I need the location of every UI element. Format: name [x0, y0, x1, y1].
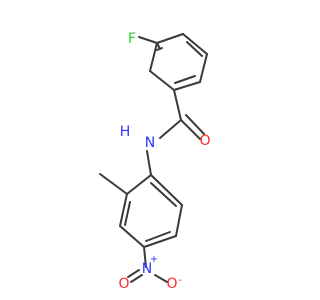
bond	[149, 42, 158, 72]
atom-n-amide: N	[145, 135, 155, 151]
charge-n-nitro: +	[150, 254, 158, 265]
bond-c-o-double-2	[185, 114, 205, 135]
atom-f: F	[128, 31, 136, 47]
bond	[182, 33, 208, 55]
molecule-canvas: F O H N N + O O -	[99, 31, 211, 292]
fluorophenyl-ring	[149, 33, 208, 91]
bond	[175, 204, 183, 237]
bond	[150, 174, 183, 206]
bond	[173, 81, 201, 91]
bond	[143, 235, 177, 248]
nitrophenyl-ring	[119, 174, 183, 248]
bond	[150, 182, 177, 207]
atom-o-amide: O	[199, 133, 210, 149]
bond	[174, 75, 196, 84]
bond-c-n-amide	[159, 119, 182, 139]
atom-o-nitro-right: O	[166, 276, 177, 292]
bond	[156, 42, 161, 50]
bond	[149, 70, 175, 91]
bond-nitro-o-right	[154, 274, 168, 283]
bond-c-f	[138, 36, 158, 44]
bond-c-o-double-1	[180, 119, 201, 140]
bond	[124, 201, 131, 226]
bond-nitro-o-left-2	[127, 269, 140, 278]
bond-ring-nitro	[143, 246, 147, 268]
bond	[119, 193, 128, 227]
bond	[186, 41, 203, 57]
bond	[119, 225, 145, 248]
bond	[199, 53, 208, 83]
atom-h-amide: H	[120, 124, 131, 140]
atom-o-nitro-left: O	[118, 276, 129, 292]
atom-n-nitro: N	[142, 261, 152, 277]
bond-methyl	[99, 173, 128, 195]
bond	[145, 231, 171, 242]
molecule-structure: F O H N N + O O -	[99, 31, 211, 292]
bond-ring-carbonyl	[173, 89, 182, 121]
bond	[126, 174, 152, 195]
bond	[156, 33, 184, 44]
bond-nitro-o-left-1	[130, 274, 143, 283]
bond-n-ring	[146, 150, 152, 176]
charge-o-nitro: -	[178, 275, 182, 286]
